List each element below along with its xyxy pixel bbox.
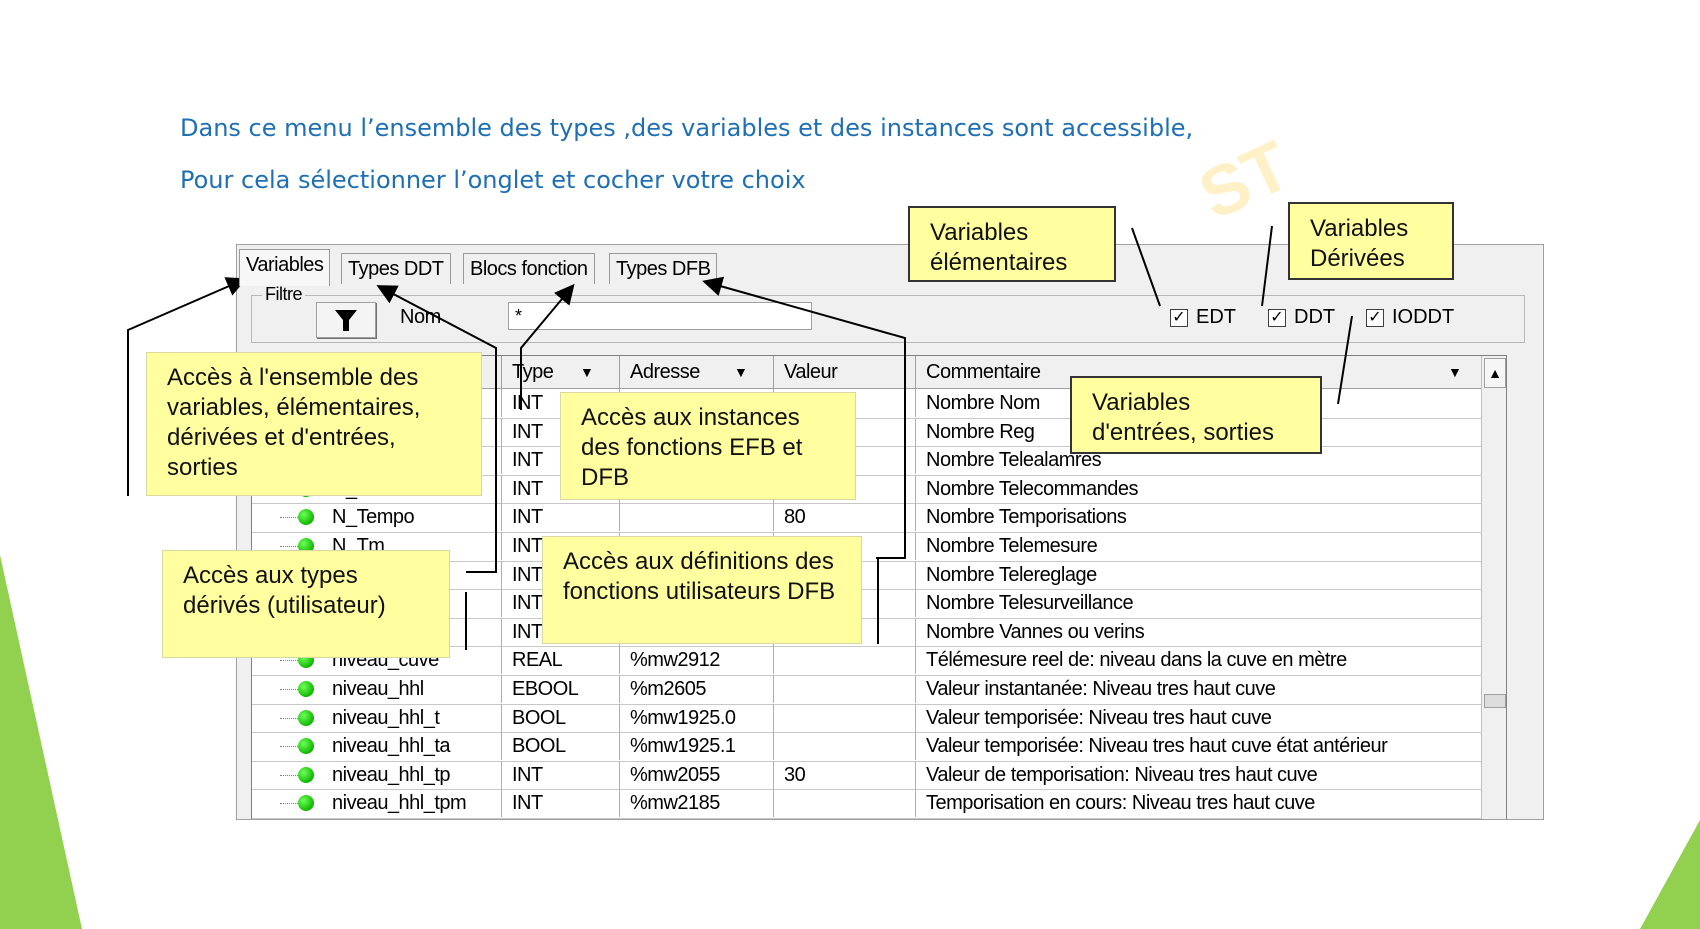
tree-line — [280, 660, 298, 662]
variable-status-icon — [298, 766, 314, 783]
ioddt-checkbox[interactable]: ✓ IODDT — [1366, 306, 1454, 329]
row-value-cell[interactable] — [774, 675, 916, 703]
row-type-cell[interactable]: BOOL — [502, 703, 620, 732]
nom-label: Nom — [400, 306, 441, 328]
checkmark-icon: ✓ — [1170, 308, 1188, 327]
row-address-cell[interactable]: %m2605 — [620, 675, 774, 703]
row-value-cell[interactable] — [774, 703, 916, 732]
row-value-cell[interactable]: 30 — [774, 760, 916, 789]
tab-bar: Variables Types DDT Blocs fonction Types… — [237, 245, 1543, 286]
callout-acces-instances: Accès aux instances des fonctions EFB et… — [560, 392, 856, 500]
row-value-cell[interactable] — [774, 560, 916, 589]
row-address-cell[interactable] — [620, 503, 774, 532]
callout-variables-entrees-sorties: Variables d'entrées, sorties — [1070, 376, 1322, 454]
callout-acces-definitions: Accès aux définitions des fonctions util… — [542, 536, 862, 644]
variable-status-icon — [298, 681, 314, 697]
ddt-checkbox[interactable]: ✓ DDT — [1268, 306, 1335, 329]
variable-status-icon — [298, 738, 314, 755]
tree-line — [280, 689, 298, 690]
dropdown-arrow-icon: ▼ — [1448, 364, 1462, 380]
col-adresse-header[interactable]: Adresse ▼ — [620, 356, 774, 388]
vertical-scrollbar[interactable]: ▲ — [1481, 356, 1506, 819]
slide-line-2: Pour cela sélectionner l’onglet et coche… — [180, 166, 806, 194]
checkmark-icon: ✓ — [1366, 308, 1384, 327]
row-value-cell[interactable] — [774, 617, 916, 646]
callout-variables-derivees: Variables Dérivées — [1288, 202, 1454, 280]
row-name-cell[interactable]: niveau_hhl_tpm — [252, 789, 502, 818]
nom-filter-input[interactable] — [508, 302, 812, 330]
edt-label: EDT — [1196, 306, 1236, 328]
row-name-cell[interactable]: niveau_hhl — [252, 675, 502, 703]
funnel-icon — [335, 310, 357, 331]
tree-line — [280, 717, 298, 719]
row-address-cell[interactable]: %mw2055 — [620, 760, 774, 789]
tree-line — [280, 774, 298, 776]
row-name-cell[interactable]: N_Tempo — [252, 503, 502, 532]
row-type-cell[interactable]: INT — [502, 503, 620, 532]
row-type-cell[interactable]: INT — [502, 760, 620, 789]
filter-legend: Filtre — [262, 284, 305, 305]
row-value-cell[interactable] — [774, 474, 916, 503]
callout-acces-ensemble: Accès à l'ensemble des variables, élémen… — [146, 352, 482, 496]
checkmark-icon: ✓ — [1268, 308, 1286, 327]
col-type-header[interactable]: Type ▼ — [502, 356, 620, 388]
row-value-cell[interactable] — [774, 789, 916, 818]
col-name-header[interactable] — [252, 356, 502, 388]
edt-checkbox[interactable]: ✓ EDT — [1170, 306, 1236, 329]
row-address-cell[interactable]: %mw1925.0 — [620, 703, 774, 732]
variable-status-icon — [298, 795, 314, 812]
row-value-cell[interactable]: 80 — [774, 503, 916, 532]
row-value-cell[interactable] — [774, 732, 916, 761]
row-value-cell[interactable] — [774, 417, 916, 446]
callout-acces-types: Accès aux types dérivés (utilisateur) — [162, 550, 450, 658]
row-value-cell[interactable] — [774, 646, 916, 675]
tree-line — [280, 517, 298, 519]
tree-line — [280, 746, 298, 748]
row-type-cell[interactable]: EBOOL — [502, 675, 620, 703]
row-address-cell[interactable]: %mw2185 — [620, 789, 774, 818]
row-value-cell[interactable] — [774, 532, 916, 560]
tab-variables[interactable]: Variables — [239, 249, 331, 286]
row-address-cell[interactable]: %mw2912 — [620, 646, 774, 675]
tree-line — [280, 546, 298, 547]
row-value-cell[interactable] — [774, 589, 916, 618]
dropdown-arrow-icon: ▼ — [734, 364, 748, 380]
row-value-cell[interactable] — [774, 446, 916, 475]
tab-types-dfb[interactable]: Types DFB — [609, 253, 718, 284]
row-name-cell[interactable]: niveau_hhl_ta — [252, 732, 502, 761]
tab-types-ddt[interactable]: Types DDT — [341, 253, 451, 284]
filter-group: Filtre Nom ✓ EDT ✓ DDT ✓ IODDT — [251, 284, 1525, 343]
tree-line — [280, 803, 298, 805]
slide-line-1: Dans ce menu l’ensemble des types ,des v… — [180, 114, 1194, 142]
scroll-thumb[interactable] — [1484, 694, 1506, 708]
row-address-cell[interactable]: %mw1925.1 — [620, 732, 774, 761]
tab-blocs-fonction[interactable]: Blocs fonction — [463, 253, 595, 284]
row-type-cell[interactable]: BOOL — [502, 732, 620, 761]
ddt-label: DDT — [1294, 306, 1336, 328]
col-valeur-header[interactable]: Valeur — [774, 356, 916, 388]
row-value-cell[interactable] — [774, 389, 916, 417]
variable-status-icon — [298, 509, 314, 526]
callout-variables-elementaires: Variables élémentaires — [908, 206, 1116, 282]
row-type-cell[interactable]: REAL — [502, 646, 620, 675]
row-name-cell[interactable]: niveau_hhl_tp — [252, 760, 502, 789]
dropdown-arrow-icon: ▼ — [580, 364, 594, 380]
ioddt-label: IODDT — [1392, 306, 1455, 328]
row-type-cell[interactable]: INT — [502, 789, 620, 818]
filter-apply-button[interactable] — [316, 302, 376, 338]
variable-status-icon — [298, 709, 314, 726]
scroll-up-icon[interactable]: ▲ — [1484, 358, 1506, 388]
row-name-cell[interactable]: niveau_hhl_t — [252, 703, 502, 732]
data-editor-window: Variables Types DDT Blocs fonction Types… — [236, 244, 1544, 820]
